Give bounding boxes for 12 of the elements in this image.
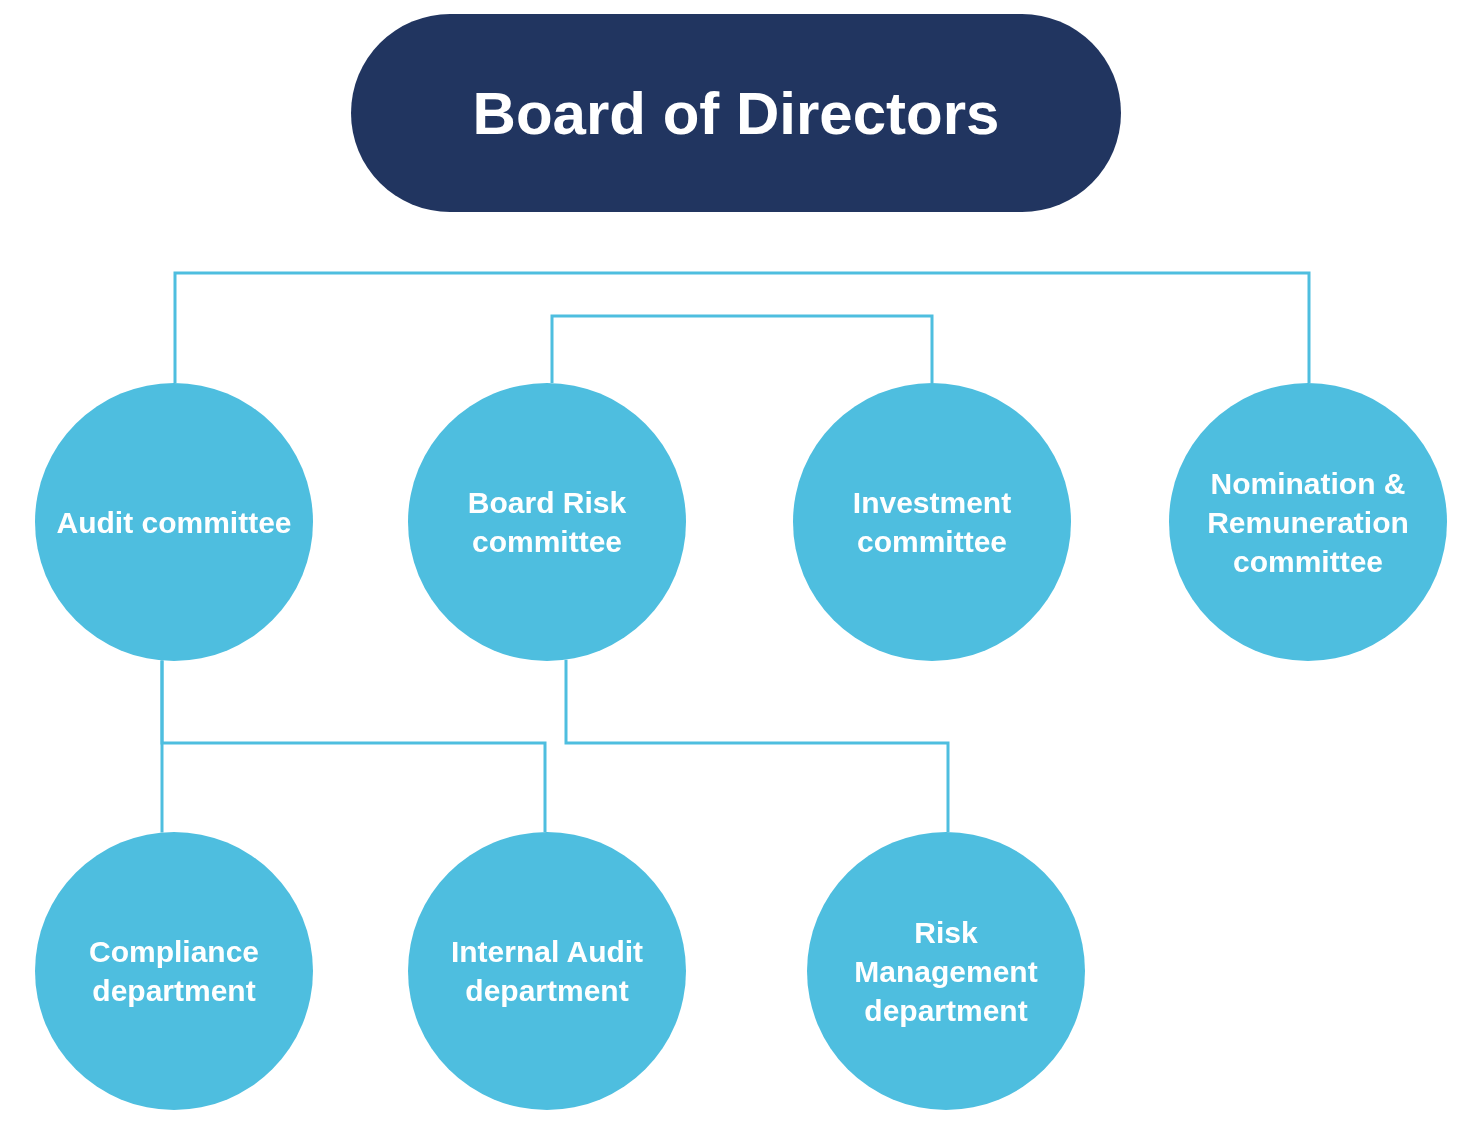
node-label: Board of Directors xyxy=(472,78,1000,148)
connector-line xyxy=(564,659,950,832)
node-label: Investment committee xyxy=(851,485,1013,560)
connector-line xyxy=(550,314,934,384)
node-label: Internal Audit department xyxy=(449,934,645,1009)
connector-line xyxy=(160,660,547,832)
node-label: Risk Management department xyxy=(853,914,1039,1029)
node-label: Audit committee xyxy=(56,504,292,541)
node-label: Nomination & Remuneration committee xyxy=(1206,465,1410,580)
connector-line xyxy=(173,271,1311,383)
node-label: Board Risk committee xyxy=(466,485,628,560)
node-label: Compliance department xyxy=(87,934,260,1009)
